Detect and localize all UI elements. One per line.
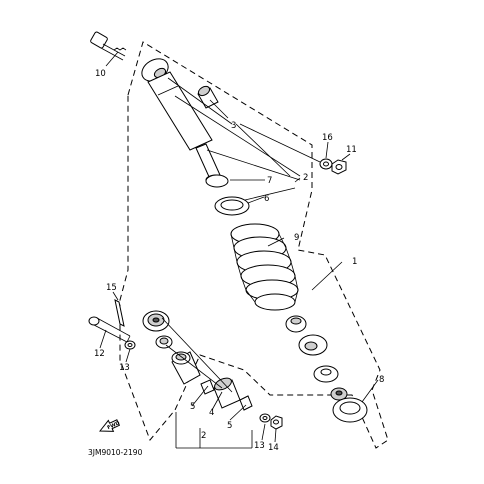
collar-set-part xyxy=(200,377,253,411)
label-4: 4 xyxy=(209,408,214,418)
label-13b: 13 xyxy=(254,441,265,451)
bushing-part xyxy=(142,310,170,332)
washer-part xyxy=(205,174,229,188)
label-16: 16 xyxy=(322,133,333,143)
diagram-code: 3JM9010-2190 xyxy=(88,448,143,457)
label-11: 11 xyxy=(346,145,357,155)
assembly-boundary xyxy=(119,41,389,449)
small-collar-part xyxy=(155,335,173,349)
lower-bolt-part xyxy=(88,316,131,343)
cup-part xyxy=(313,365,339,383)
bump-stop-part xyxy=(285,315,307,333)
label-6: 6 xyxy=(264,194,269,204)
label-8: 8 xyxy=(379,375,384,385)
label-1: 1 xyxy=(352,257,357,267)
lower-washer-nut-set xyxy=(259,413,283,430)
label-14: 14 xyxy=(268,443,279,453)
label-5a: 5 xyxy=(190,402,195,412)
lower-collar-part xyxy=(330,387,348,401)
label-2b: 2 xyxy=(201,431,206,441)
washer-13-part xyxy=(124,340,136,350)
label-12: 12 xyxy=(94,349,105,359)
bolt-part xyxy=(90,31,127,61)
cap-part xyxy=(298,334,328,356)
fwd-label: FWD xyxy=(106,420,120,431)
label-5b: 5 xyxy=(227,421,232,431)
label-9: 9 xyxy=(294,233,299,243)
spring-seat-part xyxy=(214,196,250,216)
cotter-pin-part xyxy=(114,299,125,327)
label-13a: 13 xyxy=(119,363,130,373)
label-7: 7 xyxy=(267,176,272,186)
label-15: 15 xyxy=(106,283,117,293)
lower-spring-seat-part xyxy=(332,397,368,423)
label-2a: 2 xyxy=(303,173,308,183)
forward-arrow-icon: FWD xyxy=(98,419,121,432)
leader-lines xyxy=(99,51,379,449)
label-3: 3 xyxy=(231,121,236,131)
washer-nut-set xyxy=(319,158,347,175)
label-10: 10 xyxy=(95,69,106,79)
shock-absorber-part xyxy=(141,58,227,186)
coil-spring-part xyxy=(230,223,299,311)
